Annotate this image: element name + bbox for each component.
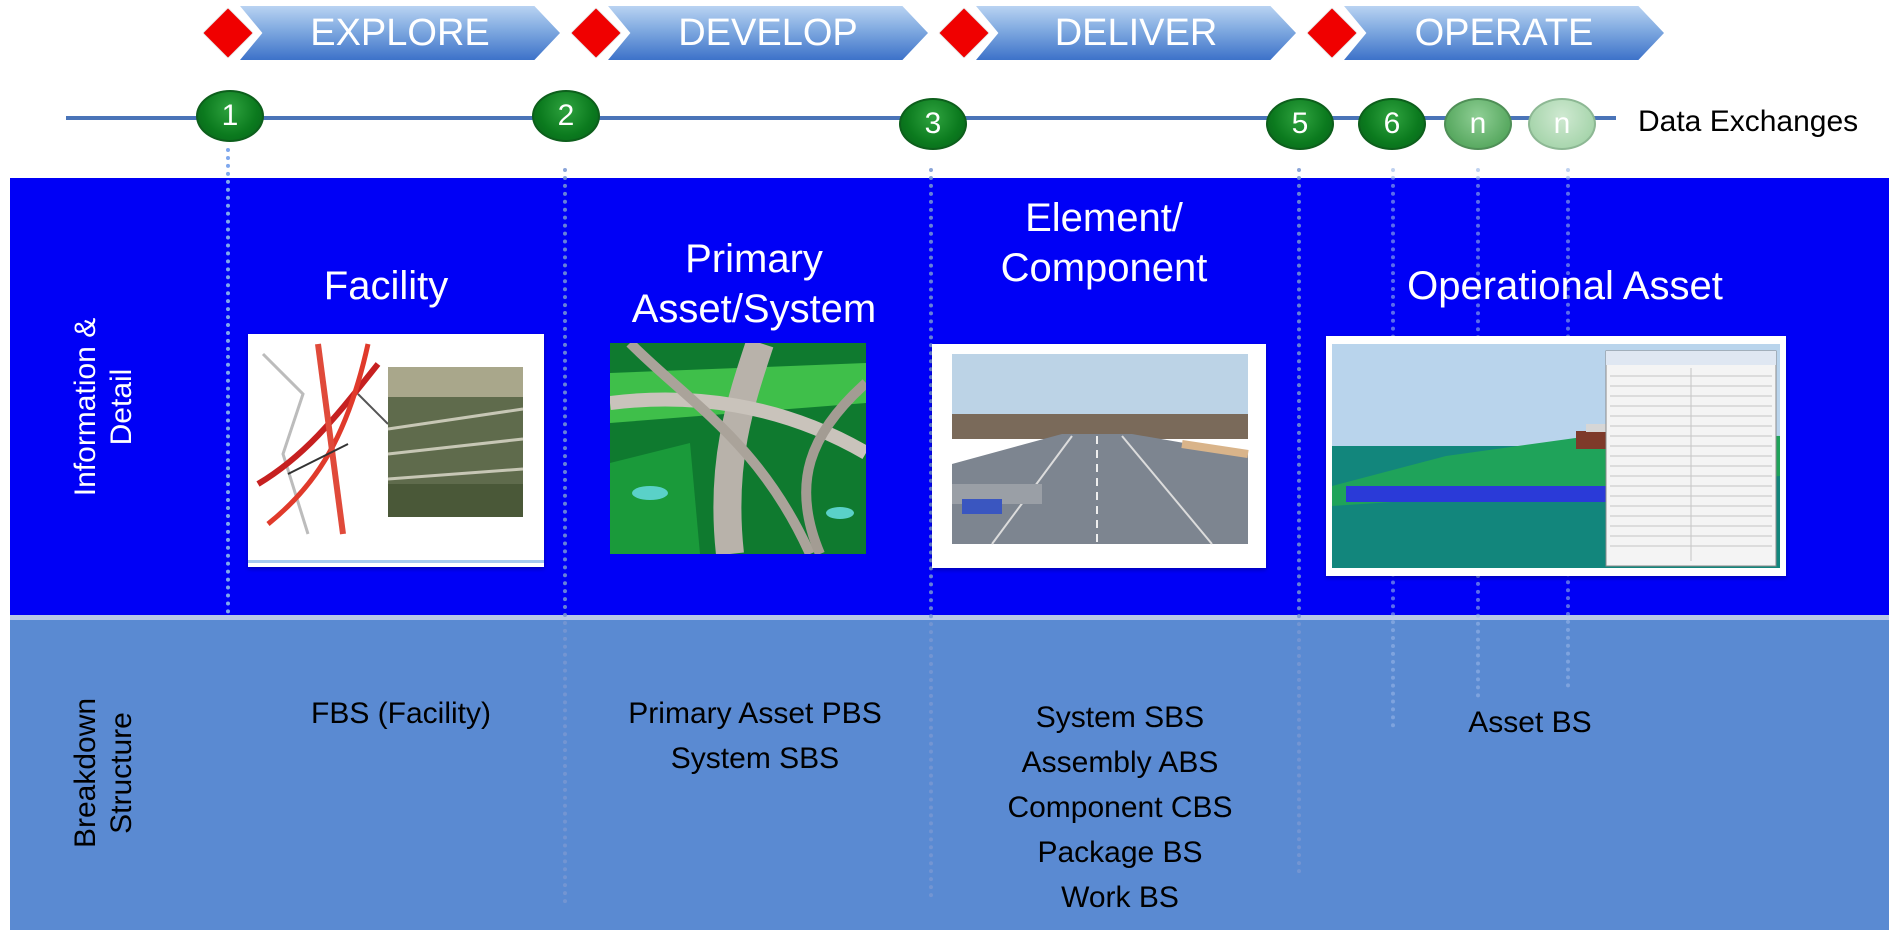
- data-exchange-2: 2: [532, 90, 600, 142]
- bs-element-component: System SBS Assembly ABS Component CBS Pa…: [955, 695, 1285, 920]
- bs-operational-asset: Asset BS: [1365, 700, 1695, 745]
- column-title-primary-asset-system: Primary Asset/System: [631, 237, 877, 331]
- data-exchange-5: 5: [1266, 98, 1334, 150]
- exchange-line-2: [563, 168, 567, 904]
- data-exchange-1: 1: [196, 90, 264, 142]
- phase-develop: DEVELOP: [608, 6, 928, 60]
- operational-asset-image: [1326, 336, 1786, 576]
- bs-item: Assembly ABS: [1021, 746, 1219, 779]
- road-element-image: [932, 344, 1266, 568]
- exchange-line-3: [929, 168, 933, 898]
- bs-item: System SBS: [1035, 701, 1205, 734]
- milestone-diamond-4: [1307, 8, 1357, 58]
- data-exchange-6: 6: [1358, 98, 1426, 150]
- exchange-line-5: [1297, 168, 1301, 874]
- bs-item: Work BS: [1061, 881, 1179, 914]
- column-title-facility: Facility: [323, 264, 449, 308]
- data-exchange-n: n: [1528, 98, 1596, 150]
- bs-item: FBS (Facility): [311, 697, 491, 730]
- bs-item: System SBS: [670, 742, 840, 775]
- bs-item: Component CBS: [1007, 791, 1233, 824]
- data-exchange-3: 3: [899, 98, 967, 150]
- bs-facility: FBS (Facility): [236, 691, 566, 736]
- information-detail-label: Information & Detail: [69, 317, 138, 497]
- bs-item: Asset BS: [1468, 706, 1592, 739]
- exchange-line-1: [226, 148, 230, 614]
- milestone-diamond-3: [939, 8, 989, 58]
- milestone-diamond-2: [571, 8, 621, 58]
- data-exchanges-label: Data Exchanges: [1638, 105, 1859, 138]
- milestone-diamond-1: [203, 8, 253, 58]
- bs-item: Package BS: [1037, 836, 1203, 869]
- data-exchange-n: n: [1444, 98, 1512, 150]
- interchange-model-image: [610, 343, 866, 554]
- column-title-element-component: Element/ Component: [1000, 196, 1208, 290]
- breakdown-structure-band: [10, 620, 1889, 930]
- facility-map-image: [248, 334, 544, 567]
- bs-item: Primary Asset PBS: [628, 697, 882, 730]
- phase-operate: OPERATE: [1344, 6, 1664, 60]
- band-divider: [10, 615, 1889, 620]
- bs-primary-asset-system: Primary Asset PBS System SBS: [590, 691, 920, 781]
- column-title-operational-asset: Operational Asset: [1407, 264, 1723, 308]
- phase-deliver: DELIVER: [976, 6, 1296, 60]
- breakdown-structure-label: Breakdown Structure: [69, 697, 138, 849]
- timeline-line: [66, 116, 1616, 120]
- phase-explore: EXPLORE: [240, 6, 560, 60]
